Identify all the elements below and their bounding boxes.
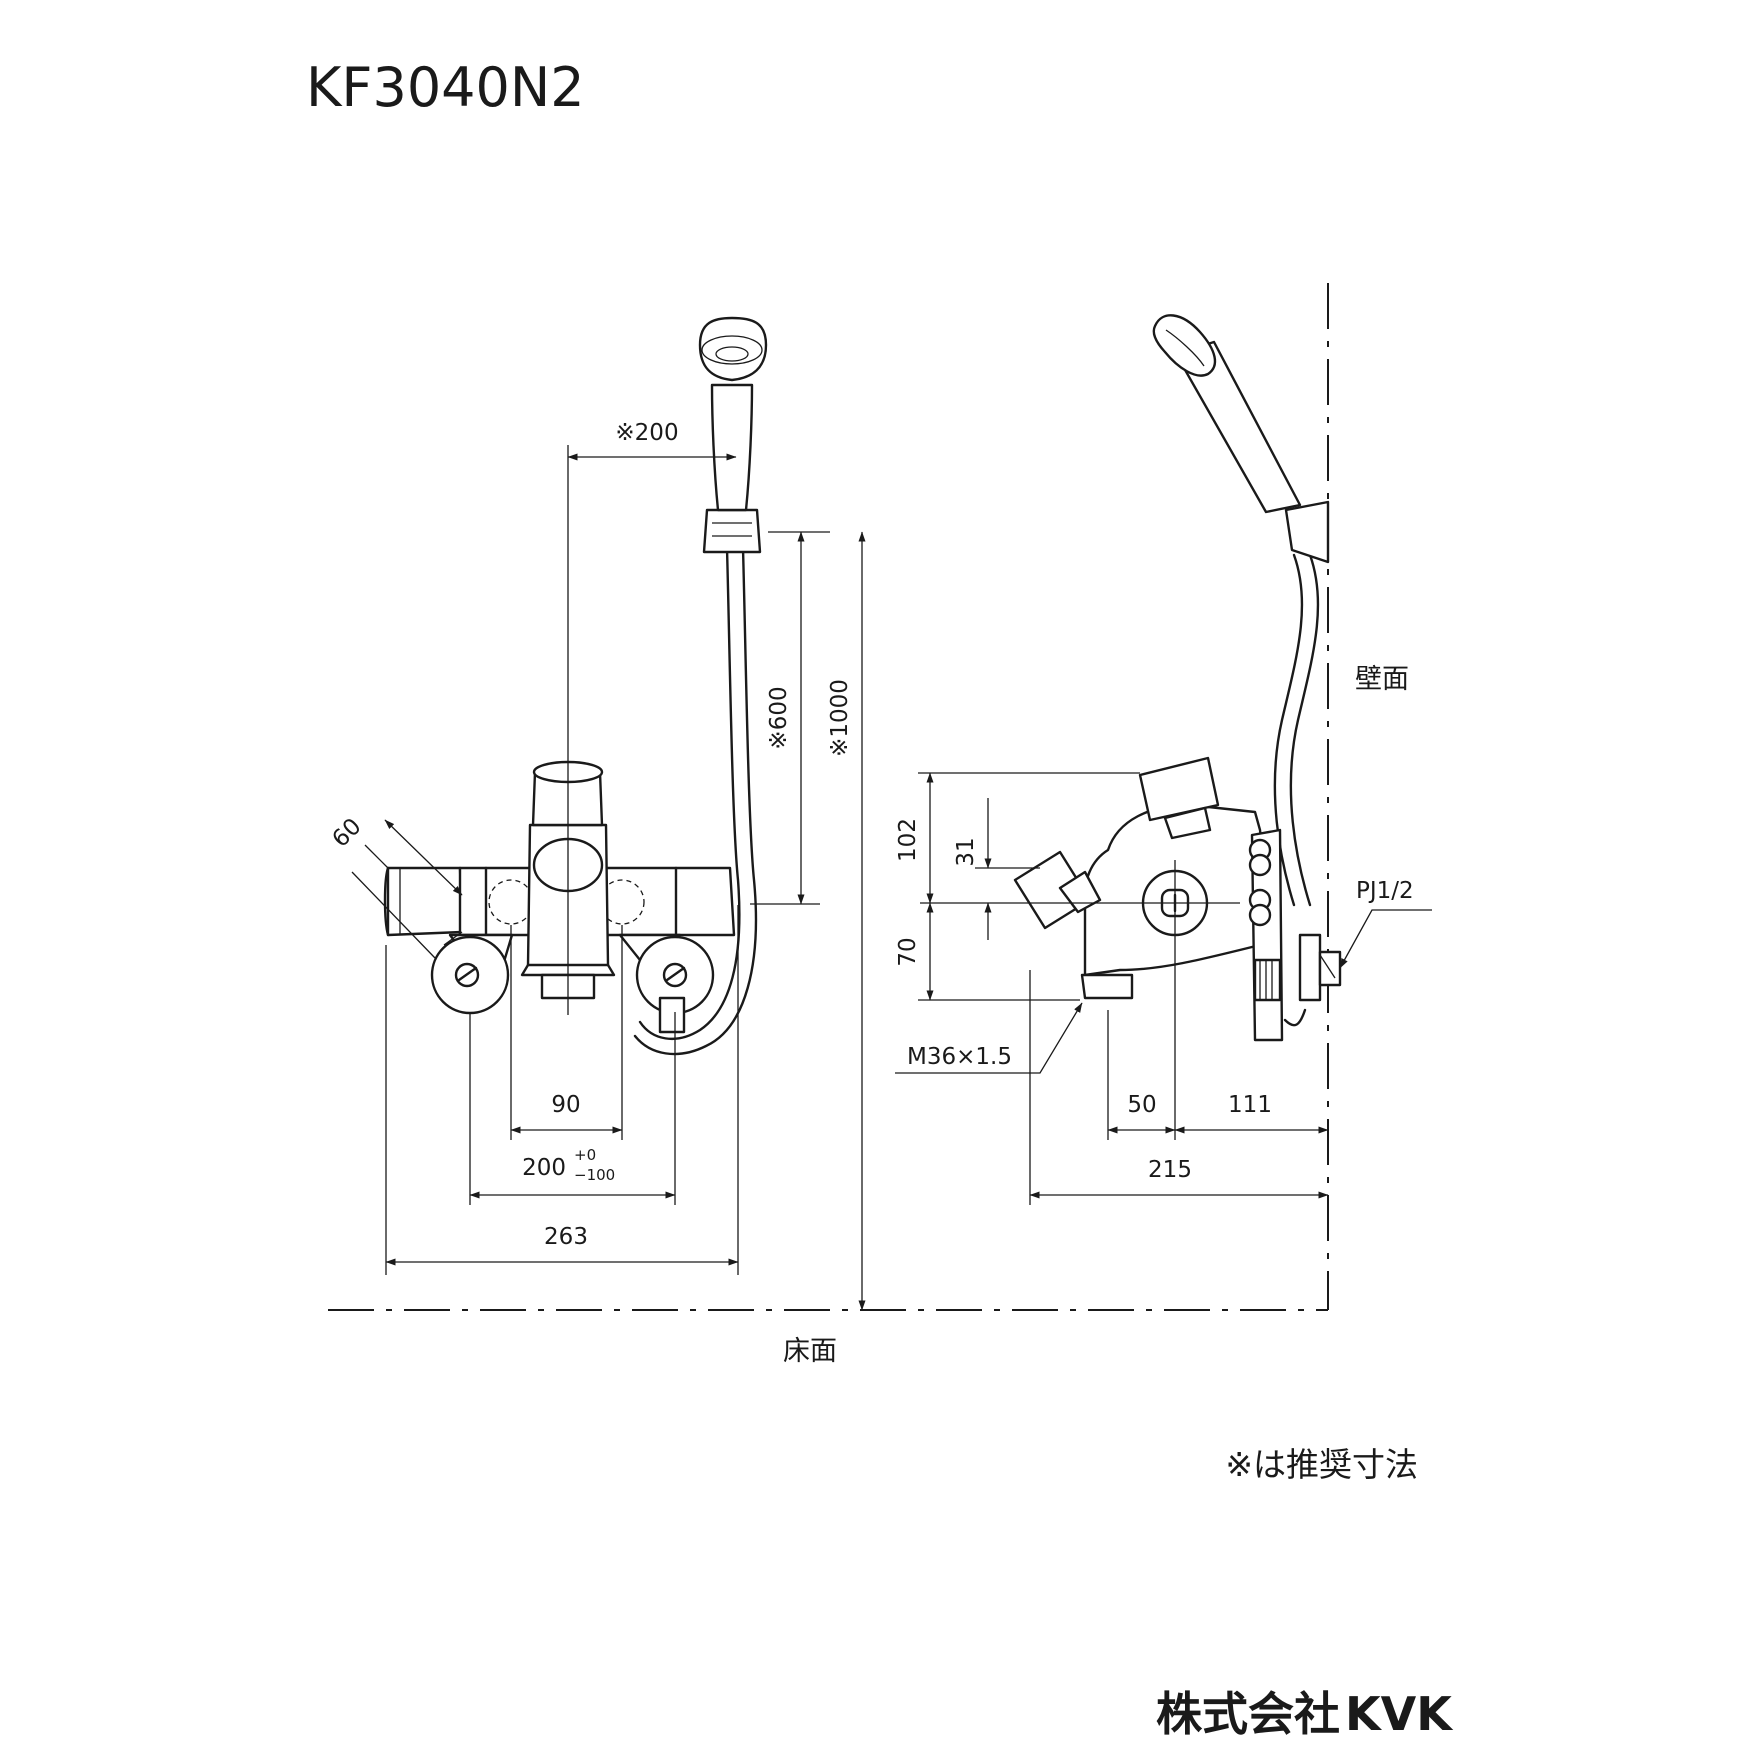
company-prefix: 株式会社	[1156, 1687, 1340, 1741]
dim-spout-thread: M36×1.5	[907, 1044, 1012, 1070]
shower-head	[698, 316, 768, 382]
dim-center-to-wall: 111	[1228, 1092, 1272, 1118]
shower-hook	[702, 508, 762, 554]
dim-overall-width: 263	[544, 1224, 588, 1250]
dim-lower-height: 70	[895, 937, 921, 966]
company-brand-logo: KVK	[1345, 1687, 1454, 1741]
dim-handle-angle: 60	[328, 814, 367, 853]
floor-label: 床面	[783, 1336, 837, 1367]
side-shower-head	[1152, 314, 1217, 377]
side-shower-hook	[1284, 500, 1330, 564]
side-flow-knob	[1138, 756, 1220, 822]
side-spout	[1080, 973, 1134, 1000]
dim-overall-depth: 215	[1148, 1157, 1192, 1183]
left-union	[430, 935, 510, 1015]
side-view: 102 31 70 M36×1.5 50 111 215 PJ1/2	[895, 314, 1432, 1205]
dim-spout-to-center: 50	[1127, 1092, 1156, 1118]
dim-mount-pitch: 200	[522, 1155, 566, 1181]
front-view: ※200 ※600 ※1000 60 90 200 +0 −100 263	[328, 316, 866, 1311]
dim-inlet-pitch: 90	[551, 1092, 580, 1118]
dim-pipe-thread: PJ1/2	[1356, 878, 1414, 904]
dim-hook-height: ※600	[766, 686, 792, 749]
dim-spout-offset: 31	[953, 837, 979, 866]
recommended-dimension-note: ※は推奨寸法	[1225, 1445, 1418, 1484]
dim-mount-pitch-tol-upper: +0	[574, 1146, 596, 1164]
dim-mount-pitch-tol-lower: −100	[574, 1166, 615, 1184]
dim-shower-offset: ※200	[615, 420, 678, 446]
shower-handle	[710, 383, 754, 512]
dim-upper-height: 102	[895, 818, 921, 862]
model-number-title: KF3040N2	[306, 56, 585, 119]
wall-label: 壁面	[1355, 664, 1409, 695]
dim-hook-floor-height: ※1000	[827, 679, 853, 757]
temperature-handle	[386, 866, 464, 937]
